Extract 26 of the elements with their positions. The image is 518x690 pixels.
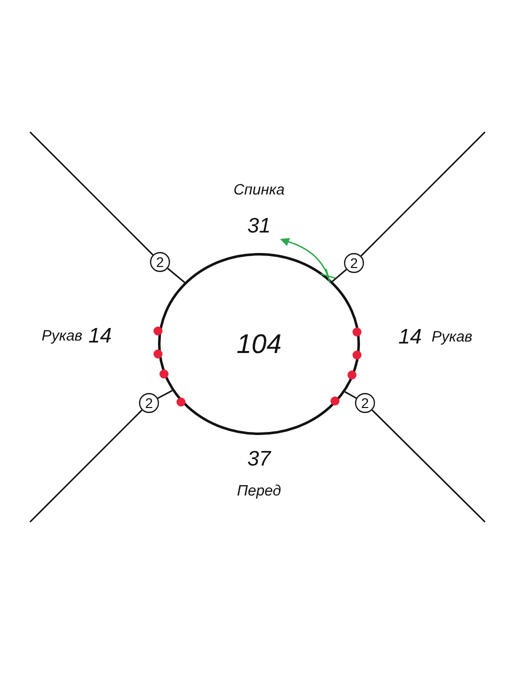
- raglan-line: [157, 390, 173, 399]
- raglan-line: [332, 268, 347, 282]
- yoke-ellipse: [158, 253, 360, 435]
- stitch-count-circle: [355, 393, 375, 413]
- part-label: Рукав: [432, 330, 472, 344]
- raglan-line: [360, 131, 486, 256]
- measurement-label: 14: [88, 326, 112, 346]
- count-number: 2: [156, 255, 164, 269]
- part-label: Перед: [236, 484, 282, 498]
- raglan-line: [372, 410, 486, 523]
- stitch-count-circle: [139, 393, 159, 413]
- part-label: Спинка: [233, 182, 285, 198]
- raglan-line: [344, 391, 357, 399]
- measurement-label: 31: [247, 216, 271, 236]
- count-number: 2: [145, 396, 153, 410]
- raglan-line: [167, 268, 186, 283]
- measurement-label: 14: [398, 326, 422, 348]
- stitch-count-circle: [150, 252, 170, 272]
- count-number: 2: [350, 256, 358, 270]
- raglan-line: [29, 410, 142, 523]
- raglan-line: [29, 131, 154, 256]
- total-stitch-count: 104: [236, 330, 282, 358]
- measurement-label: 37: [247, 448, 271, 470]
- count-number: 2: [361, 396, 369, 410]
- part-label: Рукав: [42, 328, 82, 344]
- stitch-count-circle: [344, 253, 364, 273]
